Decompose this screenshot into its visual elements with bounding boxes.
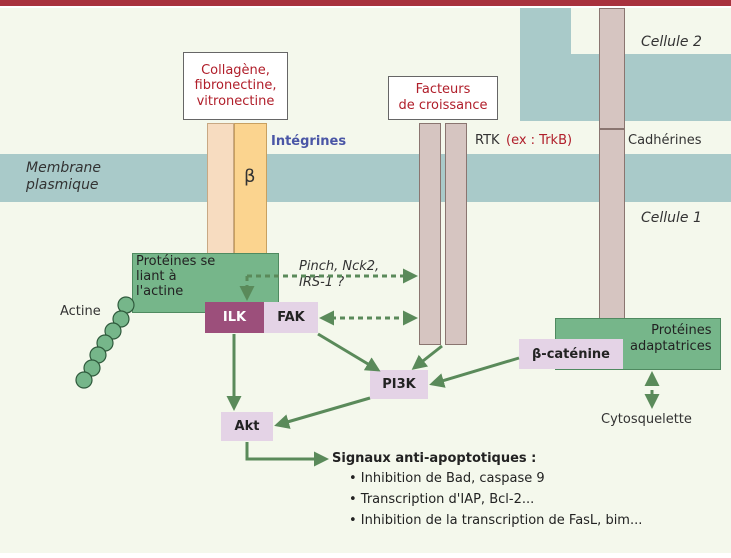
fak-box: FAK <box>264 302 318 333</box>
cell2-inner <box>571 8 731 54</box>
beta-label: β <box>244 166 256 187</box>
cadherines-label: Cadhérines <box>628 133 702 148</box>
adaptatrices-text: Protéines adaptatrices <box>630 323 712 354</box>
facteurs-text: Facteurs de croissance <box>398 82 488 113</box>
cytosquelette-label: Cytosquelette <box>601 412 692 427</box>
arrow-rtk-pi3k <box>411 344 443 370</box>
cell2-label: Cellule 2 <box>641 34 702 50</box>
fak-text: FAK <box>277 310 305 325</box>
arrow-fak-pi3k <box>317 332 381 372</box>
integrines-label: Intégrines <box>271 134 347 149</box>
pi3k-box: PI3K <box>370 370 428 399</box>
collagene-text: Collagène, fibronectine, vitronectine <box>194 62 277 109</box>
rtk-right-bar <box>445 123 467 345</box>
top-rule <box>0 0 731 6</box>
membrane-label: Membrane plasmique <box>26 160 102 193</box>
pi3k-text: PI3K <box>382 377 416 392</box>
akt-text: Akt <box>234 419 260 434</box>
akt-box: Akt <box>221 412 273 441</box>
actine-label: Actine <box>60 304 101 319</box>
signaux-title: Signaux anti-apoptotiques : <box>332 451 537 466</box>
arrow-catenine-pi3k <box>429 356 520 388</box>
signaux-item-1: • Inhibition de Bad, caspase 9 <box>349 471 545 486</box>
signaux-item-3: • Inhibition de la transcription de FasL… <box>349 513 643 528</box>
facteurs-box: Facteurs de croissance <box>388 76 498 120</box>
arrow-akt-signaux <box>245 442 329 467</box>
beta-catenine-text: β-caténine <box>532 346 610 362</box>
proteines-actine-text: Protéines se liant à l'actine <box>136 254 216 299</box>
arrow-pi3k-akt <box>274 396 371 429</box>
rtk-ex-label: (ex : TrkB) <box>506 133 573 148</box>
beta-catenine-box: β-caténine <box>519 339 623 369</box>
pinch-label: Pinch, Nck2, IRS-1 ? <box>299 259 380 291</box>
cadherin-top <box>599 8 625 129</box>
cell1-label: Cellule 1 <box>641 210 702 226</box>
rtk-label: RTK <box>475 133 500 148</box>
signaux-item-2: • Transcription d'IAP, Bcl-2... <box>349 492 535 507</box>
ilk-text: ILK <box>222 310 247 325</box>
ilk-box: ILK <box>205 302 264 333</box>
collagene-box: Collagène, fibronectine, vitronectine <box>183 52 288 120</box>
rtk-left-bar <box>419 123 441 345</box>
cadherin-bottom <box>599 129 625 320</box>
